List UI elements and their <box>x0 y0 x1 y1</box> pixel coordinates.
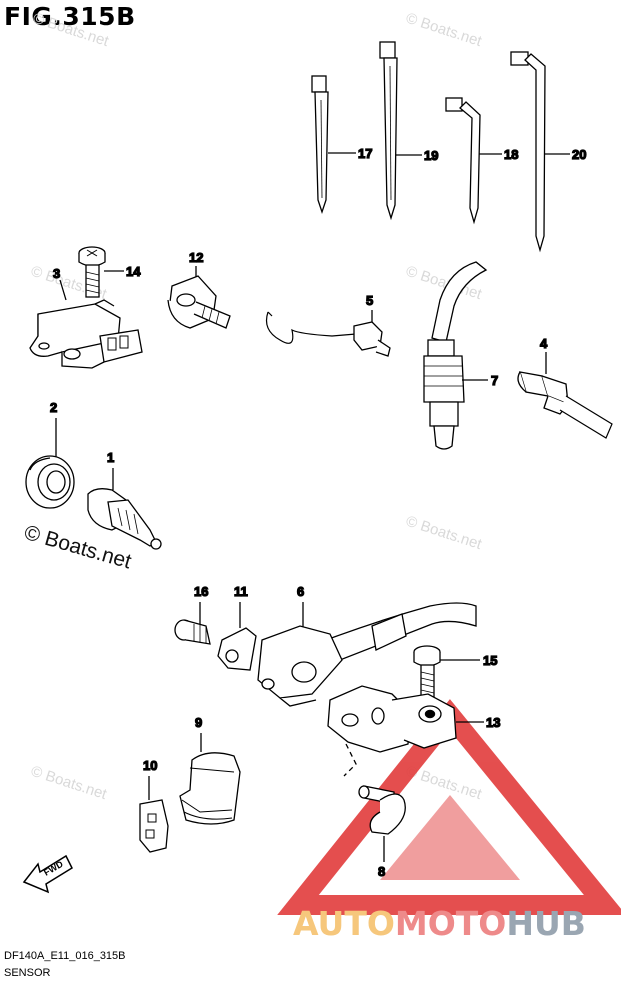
part-8-pin: 8 <box>358 785 406 880</box>
callout-4: 4 <box>540 336 548 351</box>
brand-part-auto: AUTO <box>293 904 395 943</box>
part-10-cap: 10 <box>139 757 169 853</box>
figure-name: SENSOR <box>4 967 51 979</box>
callout-9: 9 <box>195 715 202 730</box>
autohub-wordmark: AUTOMOTOHUB <box>293 904 586 943</box>
brand-part-hub: HUB <box>506 904 586 943</box>
callout-12: 12 <box>189 250 203 265</box>
watermark-layer: © Boats.net © Boats.net © Boats.net © Bo… <box>29 10 485 804</box>
callout-2: 2 <box>50 400 57 415</box>
part-3-map-sensor: 3 <box>29 265 143 369</box>
part-5-knock-sensor: 5 <box>265 292 391 357</box>
figure-code: DF140A_E11_016_315B <box>4 950 126 962</box>
callout-18: 18 <box>504 147 518 162</box>
part-15-bolt: 15 <box>413 645 498 698</box>
part-11-bracket: 11 <box>217 583 257 671</box>
callout-8: 8 <box>378 864 385 879</box>
fwd-arrow-icon: FWD <box>22 854 73 894</box>
callout-16: 16 <box>194 584 208 599</box>
callout-6: 6 <box>297 584 304 599</box>
part-14-bolt: 14 <box>78 246 142 298</box>
part-7-o2-sensor: 7 <box>423 261 499 450</box>
callout-14: 14 <box>126 264 141 279</box>
part-1-thermo-sensor: 1 <box>87 449 162 550</box>
part-19-cable-tie: 19 <box>379 41 439 221</box>
callout-1: 1 <box>107 450 114 465</box>
watermark-text: © Boats.net <box>29 763 110 804</box>
callout-7: 7 <box>491 373 498 388</box>
part-9-clip: 9 <box>179 714 241 825</box>
watermark-text: © Boats.net <box>404 10 485 51</box>
part-18-cable-tie: 18 <box>445 97 519 225</box>
part-6-position-sensor: 6 <box>257 583 477 707</box>
part-13-sensor-assembly: 13 <box>327 685 501 777</box>
part-4-temp-sensor: 4 <box>517 335 613 439</box>
watermark-text: © Boats.net <box>404 513 485 554</box>
part-17-cable-tie: 17 <box>311 75 373 215</box>
part-2-grommet: 2 <box>25 399 75 509</box>
callout-13: 13 <box>486 715 500 730</box>
watermark-text: © Boats.net <box>31 10 112 51</box>
part-20-cable-tie: 20 <box>510 51 587 253</box>
callout-3: 3 <box>53 266 60 281</box>
callout-20: 20 <box>572 147 586 162</box>
autohub-triangle-logo <box>277 699 621 915</box>
callout-19: 19 <box>424 148 438 163</box>
part-12-pressure-switch: 12 <box>167 249 231 329</box>
callout-15: 15 <box>483 653 497 668</box>
callout-10: 10 <box>143 758 157 773</box>
figure-title: FIG.315B <box>4 2 136 31</box>
brand-part-moto: MOTO <box>394 904 507 943</box>
callout-17: 17 <box>358 146 372 161</box>
part-16-bolt: 16 <box>174 583 211 645</box>
callout-5: 5 <box>366 293 373 308</box>
callout-11: 11 <box>234 584 248 599</box>
